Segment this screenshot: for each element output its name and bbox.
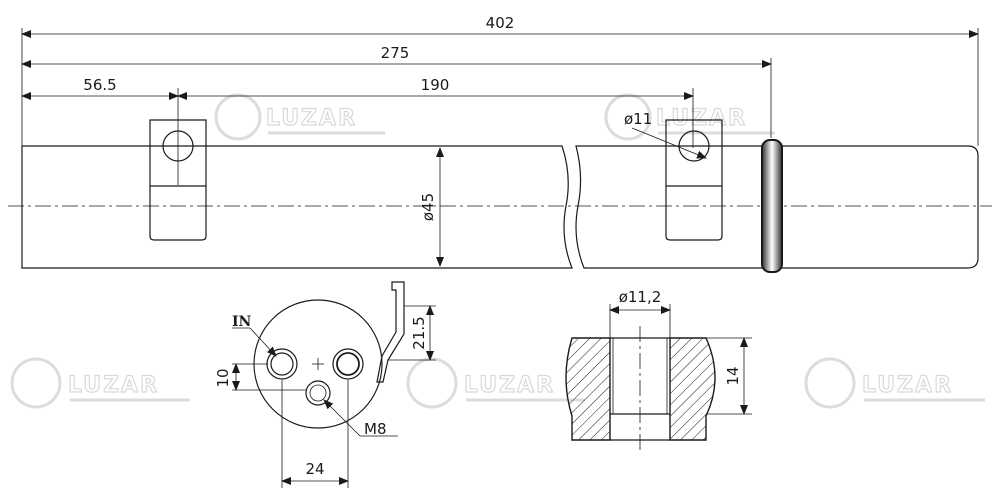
port-outlet-outer <box>332 348 364 380</box>
dim-port-bore: ø11,2 <box>619 288 662 306</box>
sealing-ring <box>761 139 783 273</box>
mounting-bracket-left <box>149 119 207 241</box>
watermark-text: LUZAR <box>68 373 159 398</box>
watermark-text: LUZAR <box>266 106 357 131</box>
watermark-text: LUZAR <box>464 373 555 398</box>
watermark-text: LUZAR <box>862 373 953 398</box>
section-hatch-left <box>565 337 611 441</box>
dim-body-diameter: ø45 <box>419 193 437 221</box>
receiver-body-left <box>21 145 573 269</box>
port-outlet-inner <box>336 352 360 376</box>
dim-overall-length: 402 <box>486 14 515 32</box>
dim-first-bracket: 56.5 <box>83 76 116 94</box>
mounting-bracket-right <box>665 119 723 241</box>
dim-bracket-hole: ø11 <box>624 110 652 128</box>
dim-bracket-spacing: 190 <box>421 76 450 94</box>
watermark-bottom-left: LUZAR <box>10 357 190 409</box>
port-inlet-inner <box>270 352 294 376</box>
end-mounting-tab <box>376 281 405 383</box>
dim-port-spacing: 24 <box>305 460 324 478</box>
dim-ring-position: 275 <box>381 44 410 62</box>
port-section-view: ø11,2 14 <box>565 288 752 452</box>
leader-inlet <box>249 327 277 357</box>
watermark-text: LUZAR <box>656 106 747 131</box>
dim-tab-height: 21.5 <box>410 316 428 349</box>
section-hatch-right <box>669 337 716 441</box>
watermark-top-left: LUZAR <box>214 93 385 141</box>
side-view: 402 275 56.5 190 ø45 <box>8 14 992 273</box>
threaded-hole <box>305 380 331 406</box>
leader-bracket-hole <box>631 127 707 159</box>
dim-port-offset: 10 <box>214 368 232 387</box>
watermark-bottom-right: LUZAR <box>804 357 985 409</box>
leader-thread <box>323 399 361 437</box>
watermark-bottom-middle: LUZAR <box>406 357 585 409</box>
receiver-body-right <box>575 145 979 269</box>
label-thread: M8 <box>364 420 387 438</box>
watermark-top-right: LUZAR <box>604 93 775 141</box>
label-inlet: IN <box>232 314 252 330</box>
end-view: IN M8 10 21.5 24 <box>214 281 436 488</box>
dim-port-depth: 14 <box>724 366 742 385</box>
